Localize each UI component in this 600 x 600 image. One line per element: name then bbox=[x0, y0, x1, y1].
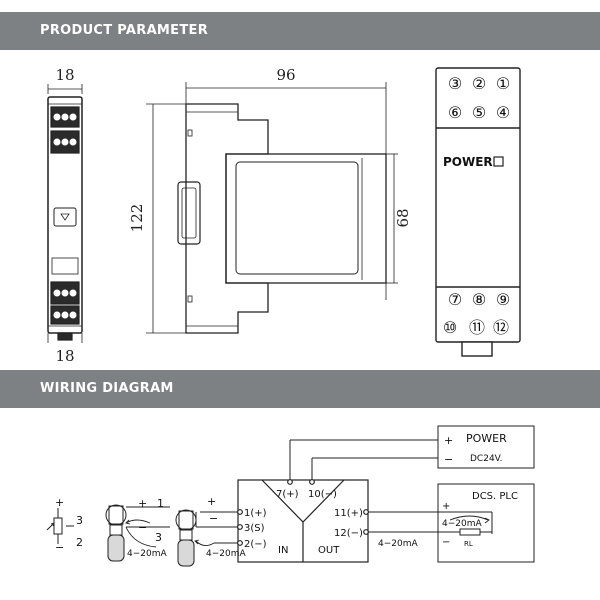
terminal-6: ⑥ bbox=[448, 103, 462, 122]
sensor3-signal: 4−20mA bbox=[127, 549, 167, 559]
terminal-8: ⑧ bbox=[472, 290, 486, 309]
power-plus: + bbox=[444, 434, 453, 447]
terminal-4: ④ bbox=[496, 103, 510, 122]
terminal-9: ⑨ bbox=[496, 290, 510, 309]
dcs-signal: 4−20mA bbox=[442, 519, 482, 529]
terminal-2: ② bbox=[472, 74, 486, 93]
power-minus: − bbox=[444, 453, 453, 466]
sensor3-pin3: 3 bbox=[155, 531, 162, 544]
front-view bbox=[146, 82, 398, 334]
terminal-label-1: 1(+) bbox=[244, 508, 267, 519]
pot-minus: − bbox=[55, 541, 64, 554]
dim-width-side: 18 bbox=[55, 66, 74, 84]
terminal-5: ⑤ bbox=[472, 103, 486, 122]
terminal-label-7: 7(+) bbox=[276, 489, 299, 500]
sensor3-pin1: 1 bbox=[157, 497, 164, 510]
pot-pin2: 2 bbox=[76, 536, 83, 549]
sensor2-signal: 4−20mA bbox=[206, 549, 246, 559]
terminal-label-3: 3(S) bbox=[244, 523, 265, 534]
terminal-7: ⑦ bbox=[448, 290, 462, 309]
potentiometer bbox=[46, 508, 74, 544]
dim-width-side-bottom: 18 bbox=[55, 347, 74, 365]
module-top-terminals: ③ ② ① ⑥ ⑤ ④ bbox=[448, 74, 510, 122]
sensor2-minus: − bbox=[209, 512, 218, 525]
dim-height-window: 68 bbox=[394, 208, 412, 227]
terminal-label-2: 2(−) bbox=[244, 539, 267, 550]
three-wire-sensor bbox=[105, 504, 170, 562]
product-parameter-title: PRODUCT PARAMETER bbox=[40, 23, 209, 38]
dcs-plc-box bbox=[437, 483, 535, 563]
output-label: OUT bbox=[318, 545, 340, 556]
terminal-1: ① bbox=[496, 74, 510, 93]
power-label: POWER bbox=[443, 155, 493, 169]
sensor3-minus: − bbox=[138, 521, 147, 534]
terminal-label-11: 11(+) bbox=[334, 508, 363, 519]
dcs-title: DCS. PLC bbox=[472, 491, 518, 502]
terminal-label-12: 12(−) bbox=[334, 528, 363, 539]
power-supply-box bbox=[289, 425, 535, 480]
output-wires bbox=[368, 511, 438, 533]
input-label: IN bbox=[278, 545, 288, 556]
terminal-10: ⑩ bbox=[443, 318, 457, 337]
pot-plus: + bbox=[55, 496, 64, 509]
pot-pin3: 3 bbox=[76, 514, 83, 527]
sensor3-plus: + bbox=[138, 497, 147, 510]
terminal-3: ③ bbox=[448, 74, 462, 93]
side-view bbox=[47, 84, 83, 343]
dcs-minus: − bbox=[442, 537, 450, 548]
product-parameter-banner: PRODUCT PARAMETER bbox=[0, 12, 600, 50]
dcs-rl: RL bbox=[464, 540, 473, 548]
sensor2-plus: + bbox=[207, 495, 216, 508]
dcs-plus: + bbox=[442, 501, 450, 512]
module-front bbox=[435, 67, 521, 357]
power-voltage: DC24V. bbox=[470, 454, 503, 464]
dim-height-front: 122 bbox=[128, 204, 146, 233]
wiring-diagram-banner: WIRING DIAGRAM bbox=[0, 370, 600, 408]
wiring-diagram-title: WIRING DIAGRAM bbox=[40, 381, 174, 396]
terminal-11: ⑪ bbox=[469, 318, 485, 337]
dim-width-front: 96 bbox=[276, 66, 295, 84]
converter-block bbox=[237, 479, 369, 563]
terminal-label-10: 10(−) bbox=[308, 489, 337, 500]
terminal-12: ⑫ bbox=[493, 318, 509, 337]
output-signal: 4−20mA bbox=[378, 539, 418, 549]
two-wire-sensor bbox=[175, 509, 238, 567]
module-bottom-terminals: ⑦ ⑧ ⑨ ⑩ ⑪ ⑫ bbox=[443, 290, 510, 337]
power-title: POWER bbox=[466, 432, 507, 445]
